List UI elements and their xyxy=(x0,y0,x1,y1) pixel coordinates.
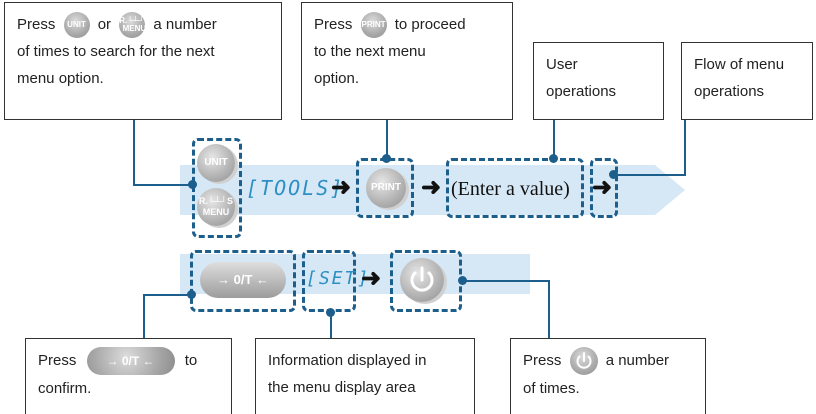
callout-display-info: Information displayed in the menu displa… xyxy=(255,338,475,414)
connector-confirm-v xyxy=(143,294,145,338)
flow-arrow-4: ➜ xyxy=(361,265,382,292)
callout-power: Press a number of times. xyxy=(510,338,706,414)
enter-value-text: (Enter a value) xyxy=(451,178,570,200)
callout-flow: Flow of menu operations xyxy=(681,42,813,120)
connector-print xyxy=(386,120,388,162)
print-button-icon: PRINT xyxy=(360,12,387,39)
print-button: PRINT xyxy=(366,168,406,208)
zero-tare-button-icon: → 0/T ← xyxy=(86,347,175,376)
display-tools: [TOOLS] xyxy=(246,176,345,200)
connector-dot-unit-menu xyxy=(188,180,197,189)
callout-user-operations: User operations xyxy=(533,42,664,120)
power-icon xyxy=(410,266,434,292)
dashed-box-enter-value xyxy=(446,158,584,218)
power-icon xyxy=(569,347,598,376)
callout-print: Press PRINT to proceed to the next menu … xyxy=(301,2,513,120)
connector-dot-user-ops xyxy=(549,154,558,163)
flow-arrow-2: ➜ xyxy=(421,174,442,201)
connector-display xyxy=(330,312,332,338)
connector-power-h xyxy=(462,280,550,282)
power-button xyxy=(400,258,444,302)
display-set: [SET] xyxy=(306,268,371,289)
connector-dot-display xyxy=(326,308,335,317)
dashed-box-arrow xyxy=(590,158,618,218)
connector-dot-power xyxy=(458,276,467,285)
connector-dot-flow xyxy=(609,170,618,179)
zero-tare-button: → 0/T ← xyxy=(200,262,286,298)
flow-band-row1 xyxy=(180,165,655,215)
connector-flow-h xyxy=(614,174,686,176)
connector-power-v xyxy=(548,280,550,338)
flow-band-arrowhead xyxy=(655,165,685,215)
connector-unit-menu-v xyxy=(133,120,135,186)
connector-confirm-h xyxy=(143,294,193,296)
unit-button-icon: UNIT xyxy=(63,12,90,39)
connector-unit-menu-h xyxy=(133,184,193,186)
connector-flow-v xyxy=(684,120,686,176)
connector-user-ops xyxy=(553,120,555,162)
flow-arrow-1: ➜ xyxy=(331,174,352,201)
flow-arrow-3: ➜ xyxy=(592,174,613,201)
unit-button: UNIT xyxy=(197,144,235,182)
connector-dot-print xyxy=(382,154,391,163)
dashed-box-zero-tare xyxy=(190,250,296,312)
connector-dot-confirm xyxy=(187,290,196,299)
callout-confirm: Press → 0/T ← to confirm. xyxy=(25,338,232,414)
